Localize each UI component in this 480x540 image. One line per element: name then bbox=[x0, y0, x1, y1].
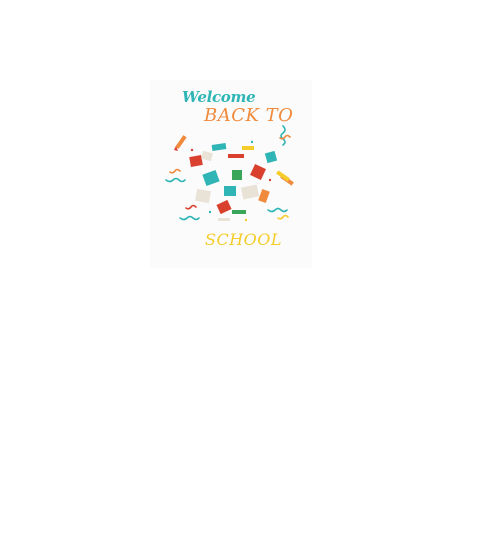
confetti-swirl-icon bbox=[185, 204, 197, 210]
book-icon bbox=[202, 164, 266, 187]
confetti-swirl-icon bbox=[267, 207, 288, 213]
pencil-icon bbox=[276, 170, 294, 186]
confetti-swirl-icon bbox=[165, 177, 186, 183]
back-to-heading: BACK TO bbox=[204, 105, 294, 126]
school-heading: SCHOOL bbox=[205, 230, 283, 249]
confetti-swirl-icon bbox=[277, 214, 289, 220]
pencil-icon bbox=[174, 135, 187, 151]
confetti-swirl-icon bbox=[179, 215, 200, 221]
book-icon bbox=[189, 150, 213, 167]
book-icon bbox=[211, 143, 244, 158]
confetti-swirl-icon bbox=[169, 168, 181, 174]
book-icon bbox=[242, 146, 278, 164]
confetti-swirl-icon bbox=[280, 125, 286, 146]
book-icon bbox=[195, 184, 270, 204]
poster-illustration bbox=[165, 125, 294, 222]
confetti-swirl-icon bbox=[279, 134, 291, 140]
back-to-school-poster: Welcome BACK TO SCHOOL bbox=[150, 80, 312, 268]
book-icon bbox=[216, 199, 246, 221]
welcome-heading: Welcome bbox=[182, 88, 256, 106]
star-icon bbox=[190, 140, 272, 222]
